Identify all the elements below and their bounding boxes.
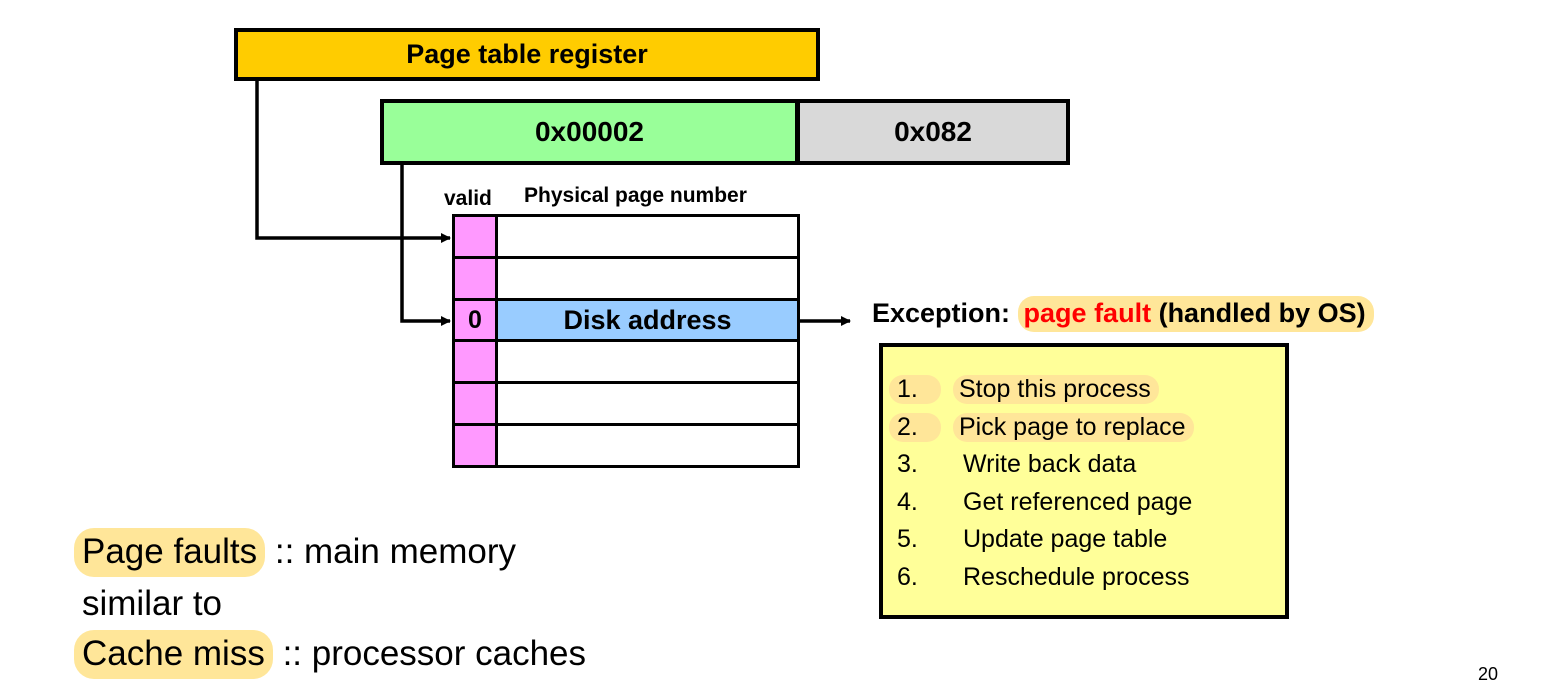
page-table-entry (498, 342, 797, 381)
step-item: 2. Pick page to replace (889, 409, 1285, 447)
step-text: Write back data (963, 450, 1137, 479)
step-item: 6. Reschedule process (889, 559, 1285, 597)
step-text: Stop this process (953, 375, 1159, 405)
page-table-row (455, 381, 797, 424)
page-table-row (455, 217, 797, 256)
note-line-3: Cache miss :: processor caches (74, 630, 587, 679)
step-item: 3. Write back data (889, 446, 1285, 484)
slide-number: 20 (1478, 664, 1499, 684)
page-table-row-faulting: 0 Disk address (455, 297, 797, 340)
note-line-3-rest: :: processor caches (282, 634, 587, 673)
ppn-column-header: Physical page number (524, 184, 747, 207)
page-table-entry (498, 217, 797, 256)
valid-bit (455, 426, 498, 465)
page-table-row (455, 423, 797, 465)
page-table-entry (498, 259, 797, 298)
valid-bit: 0 (455, 300, 498, 340)
page-offset-value: 0x082 (894, 116, 972, 147)
step-text: Update page table (963, 525, 1168, 554)
valid-column-header: valid (444, 187, 492, 210)
page-faults-term: Page faults (74, 528, 266, 577)
os-handler-steps: 1. Stop this process 2. Pick page to rep… (879, 343, 1289, 619)
page-table-entry (498, 426, 797, 465)
vpn-index-arrow (400, 165, 451, 326)
exception-suffix: (handled by OS) (1158, 298, 1366, 328)
note-line-1-rest: :: main memory (274, 532, 517, 571)
exception-highlight: page fault (handled by OS) (1017, 296, 1374, 332)
step-number: 6. (897, 562, 918, 591)
step-text: Reschedule process (963, 562, 1190, 591)
cache-miss-term: Cache miss (74, 630, 273, 679)
register-to-table-arrow (255, 81, 451, 243)
exception-label: Exception: page fault (handled by OS) (872, 296, 1374, 332)
step-number: 1. (889, 375, 941, 405)
step-item: 4. Get referenced page (889, 484, 1285, 522)
step-text: Pick page to replace (953, 412, 1194, 442)
page-table-row (455, 255, 797, 298)
note-line-1: Page faults :: main memory (74, 528, 517, 577)
page-table-register-label: Page table register (406, 39, 648, 69)
page-table-register: Page table register (234, 28, 820, 81)
step-item: 5. Update page table (889, 521, 1285, 559)
note-line-2: similar to (82, 584, 223, 623)
exception-prefix: Exception: (872, 298, 1011, 328)
page-table-row (455, 339, 797, 382)
valid-bit (455, 217, 498, 256)
step-number: 5. (897, 525, 918, 554)
page-offset: 0x082 (796, 99, 1070, 165)
step-number: 4. (897, 487, 918, 516)
virtual-page-number-value: 0x00002 (534, 116, 644, 147)
step-number: 3. (897, 450, 918, 479)
disk-address-entry: Disk address (498, 300, 797, 340)
page-fault-text: page fault (1023, 298, 1152, 328)
step-number: 2. (889, 412, 941, 442)
step-text: Get referenced page (963, 487, 1193, 516)
page-table-entry (498, 384, 797, 423)
virtual-page-number: 0x00002 (380, 99, 799, 165)
valid-bit (455, 384, 498, 424)
valid-bit (455, 258, 498, 298)
valid-bit (455, 342, 498, 382)
step-item: 1. Stop this process (889, 371, 1285, 409)
page-table: 0 Disk address (452, 214, 800, 468)
